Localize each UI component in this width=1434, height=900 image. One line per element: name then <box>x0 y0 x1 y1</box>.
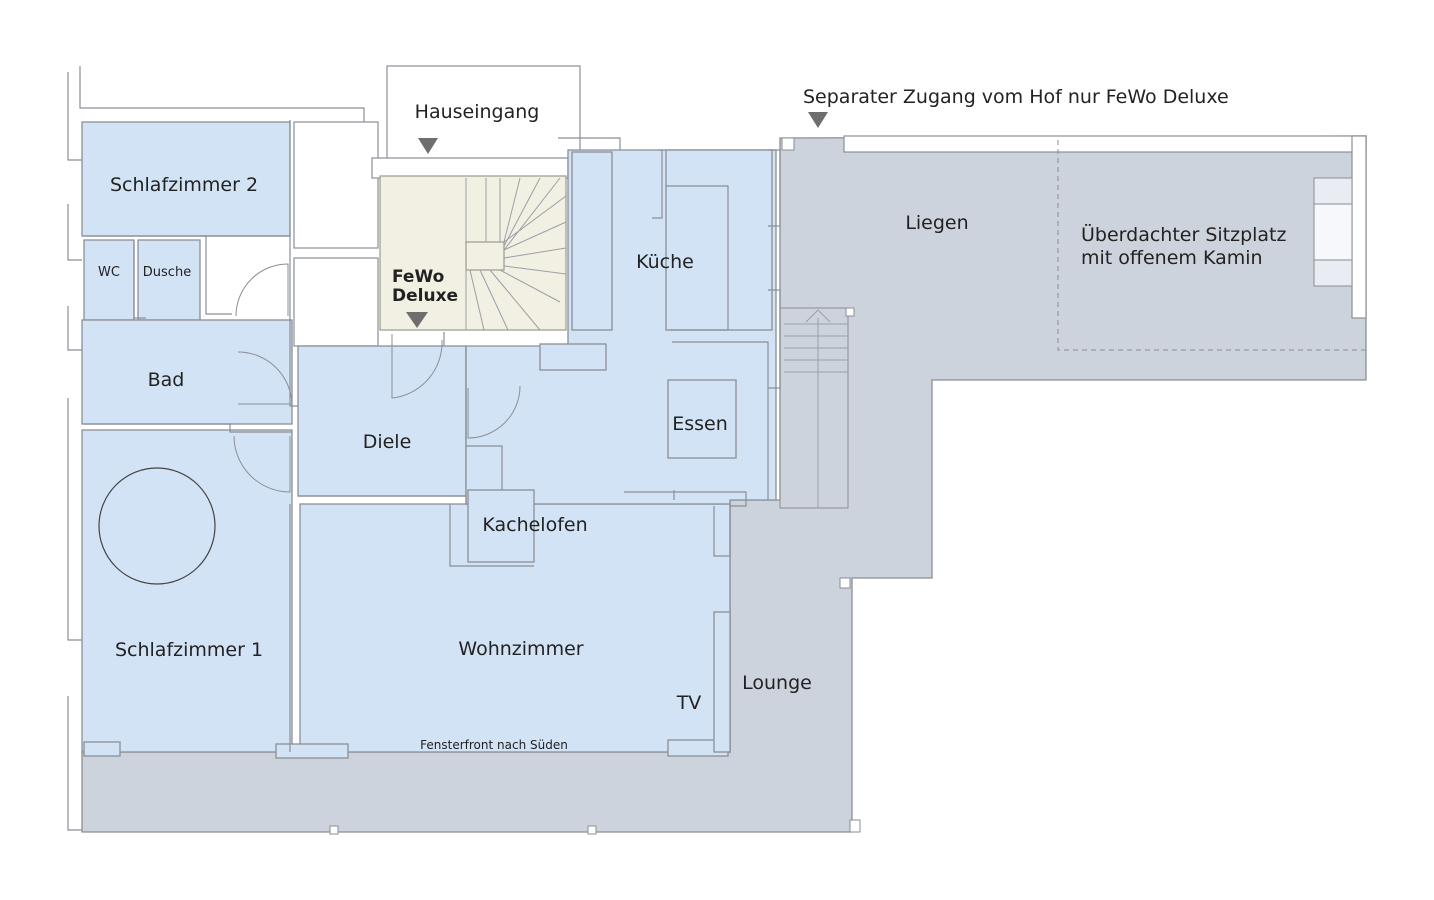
window-front-left <box>83 741 121 757</box>
room-kueche-inner <box>665 149 773 331</box>
room-wc <box>83 239 135 321</box>
label-separater-zugang: Separater Zugang vom Hof nur FeWo Deluxe <box>803 86 1229 108</box>
label-sitzplatz-1: Überdachter Sitzplatz <box>1081 223 1287 246</box>
outer-walls <box>67 65 581 831</box>
label-lounge: Lounge <box>742 672 812 694</box>
label-kueche: Küche <box>636 251 694 273</box>
tv-wall <box>713 611 731 753</box>
entrance-marker-icon <box>418 138 438 154</box>
kachelofen-block <box>467 489 535 563</box>
corridor-white-2 <box>293 257 379 347</box>
corridor-white-1 <box>293 121 379 249</box>
label-wc: WC <box>98 265 120 280</box>
wall-kueche-left <box>571 151 613 331</box>
fireplace-icon <box>1313 177 1353 287</box>
label-fensterfront: Fensterfront nach Süden <box>420 738 568 752</box>
room-schlafzimmer-2 <box>81 121 291 237</box>
label-wohnzimmer: Wohnzimmer <box>458 638 583 660</box>
label-dusche: Dusche <box>143 265 191 280</box>
label-schlafzimmer-1: Schlafzimmer 1 <box>115 639 263 661</box>
labels: Hauseingang Separater Zugang vom Hof nur… <box>98 86 1286 752</box>
posts <box>329 137 861 835</box>
stairwell <box>379 175 567 331</box>
terrace-right-edge <box>1351 135 1367 319</box>
essen-table <box>667 379 737 459</box>
window-front-mid <box>275 743 349 759</box>
label-sitzplatz-2: mit offenem Kamin <box>1081 247 1263 269</box>
outdoor-stairs <box>779 307 849 509</box>
label-diele: Diele <box>363 431 412 453</box>
room-dusche <box>137 239 201 321</box>
stair-arrow-icon <box>805 309 831 323</box>
stair-wall-top <box>371 157 569 179</box>
label-hauseingang: Hauseingang <box>415 101 540 123</box>
label-bad: Bad <box>148 369 185 391</box>
label-essen: Essen <box>672 413 728 435</box>
room-bad <box>81 319 293 425</box>
doors <box>233 263 521 493</box>
covered-seating-outline <box>1057 135 1367 351</box>
room-diele <box>297 345 467 497</box>
separate-access-marker-icon <box>808 112 828 128</box>
entrance-hall-box <box>386 65 581 167</box>
label-fewo-1: FeWo <box>392 267 444 287</box>
label-fewo-2: Deluxe <box>392 286 458 306</box>
fewo-marker-icon <box>406 312 428 328</box>
round-bed-icon <box>98 467 216 585</box>
terrace-top-edge <box>843 135 1367 153</box>
label-kachelofen: Kachelofen <box>482 514 587 536</box>
label-schlafzimmer-2: Schlafzimmer 2 <box>110 174 258 196</box>
inner-walls <box>84 120 781 752</box>
rooms <box>81 121 777 759</box>
label-liegen: Liegen <box>905 212 968 234</box>
label-tv: TV <box>676 692 702 714</box>
window-diele <box>539 343 607 371</box>
room-schlafzimmer-1 <box>81 429 293 753</box>
terrace-areas <box>81 135 1367 833</box>
